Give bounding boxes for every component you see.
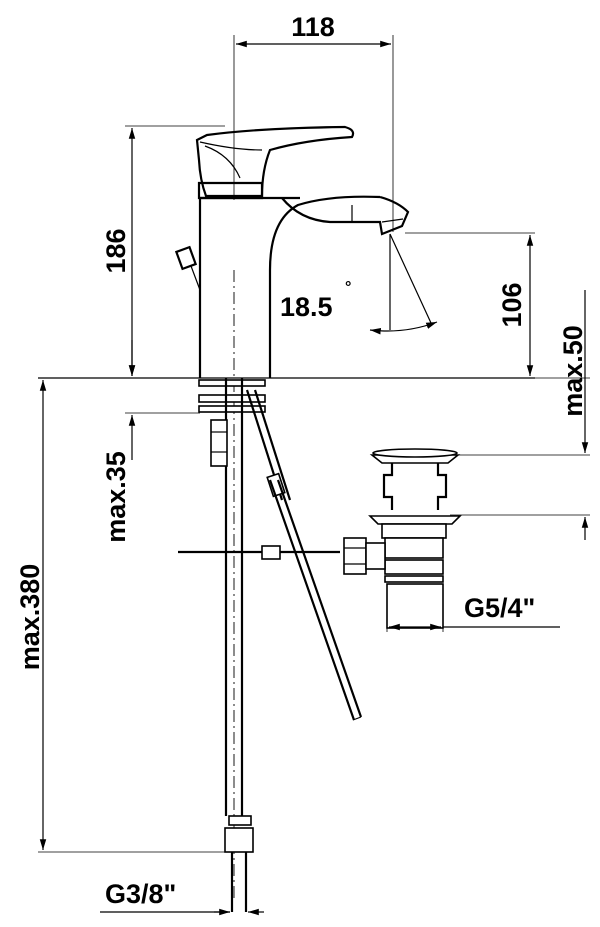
dim-106-label: 106 <box>497 282 527 327</box>
thread-hose-label: G3/8" <box>105 879 176 909</box>
dim-118: 118 <box>233 12 394 232</box>
dim-angle: 18.5 ° <box>280 233 438 335</box>
dim-118-label: 118 <box>291 12 335 42</box>
lift-rod-knob <box>174 245 201 291</box>
pop-up-rods <box>178 389 363 721</box>
flexible-hose <box>224 420 254 912</box>
dim-186: 186 <box>101 125 225 376</box>
angle-label: 18.5 <box>280 292 333 322</box>
mounting-hardware <box>198 378 266 467</box>
dim-max-50-label: max.50 <box>558 325 588 417</box>
dim-106: 106 <box>405 232 535 376</box>
dim-g38: G3/8" <box>100 879 264 916</box>
angle-degree-symbol: ° <box>345 279 351 296</box>
pop-up-waste <box>343 448 462 629</box>
dim-max-35-label: max.35 <box>101 451 131 543</box>
faucet-body <box>174 125 410 378</box>
dim-max-50: max.50 <box>450 290 590 540</box>
dim-max-35: max.35 <box>101 340 200 543</box>
dim-g54: G5/4" <box>386 590 560 632</box>
dim-186-label: 186 <box>101 228 131 273</box>
dim-max-380: max.380 <box>15 380 232 853</box>
dim-max-380-label: max.380 <box>15 564 45 671</box>
thread-waste-label: G5/4" <box>464 593 535 623</box>
